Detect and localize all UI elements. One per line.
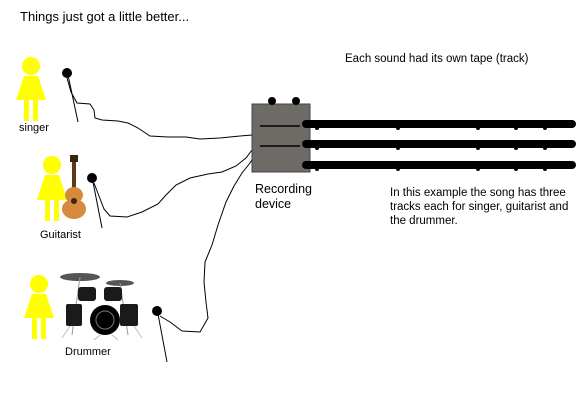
track-drummer <box>302 161 576 171</box>
guitarist-cable <box>93 149 253 218</box>
guitarist-microphone-icon <box>87 173 103 229</box>
guitarist-label: Guitarist <box>40 229 81 241</box>
singer-label: singer <box>19 122 49 134</box>
singer-microphone-icon <box>62 68 79 123</box>
guitar-icon <box>62 155 86 219</box>
recording-device <box>251 97 311 173</box>
example-note: In this example the song has three track… <box>390 187 569 227</box>
recording-device-label-line2: device <box>255 197 292 211</box>
device-knob-left <box>268 97 276 105</box>
guitarist-figure-icon <box>37 156 67 221</box>
drummer-figure-icon <box>24 275 54 339</box>
drummer-microphone-icon <box>152 306 168 363</box>
drummer-label: Drummer <box>65 346 111 358</box>
recording-device-label-line1: Recording <box>255 182 312 196</box>
page-title: Things just got a little better... <box>20 9 190 24</box>
recording-device-label: Recording device <box>255 182 335 212</box>
singer-cable <box>66 77 253 140</box>
drum-kit-icon <box>60 273 143 341</box>
track-guitarist <box>302 140 576 150</box>
track-singer <box>302 120 576 130</box>
device-knob-right <box>292 97 300 105</box>
drummer-cable <box>159 157 254 333</box>
singer-figure-icon <box>16 57 46 121</box>
tracks-note: Each sound had its own tape (track) <box>345 53 529 65</box>
